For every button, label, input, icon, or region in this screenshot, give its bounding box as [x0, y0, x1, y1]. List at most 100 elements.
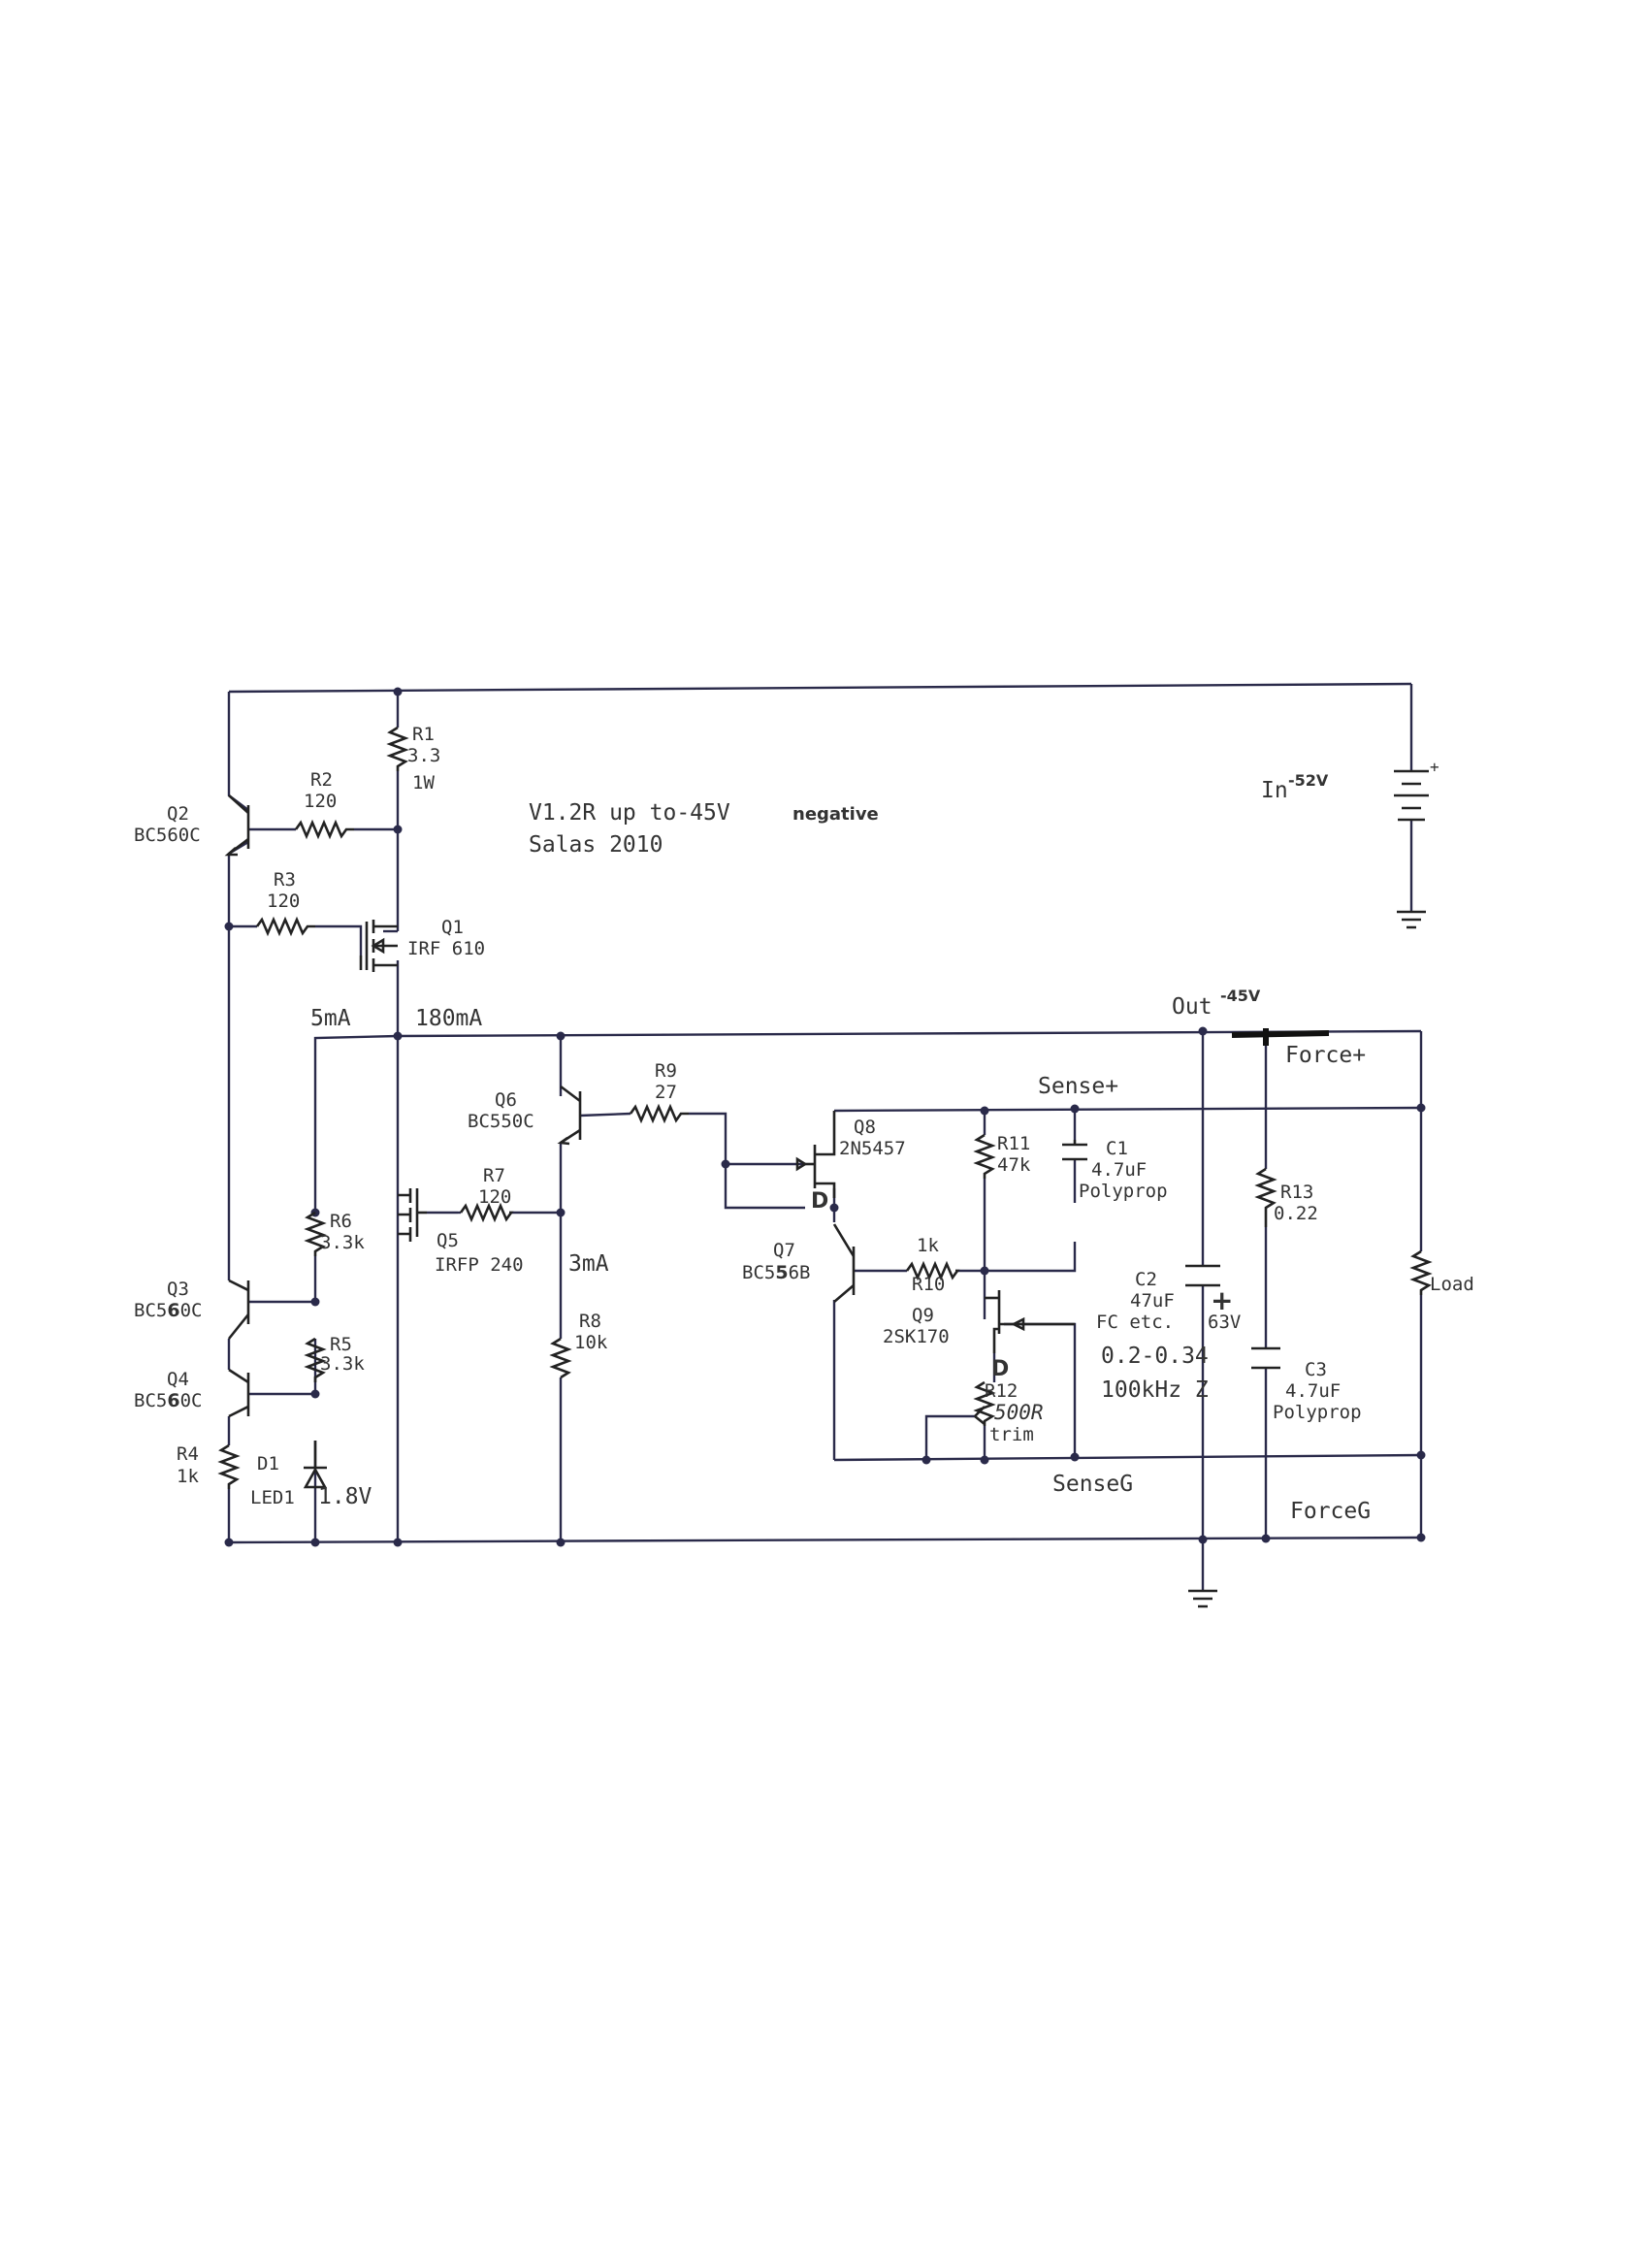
title-line1-suffix: negative: [792, 804, 879, 825]
diode-labels: D1 LED1 1.8V: [250, 1453, 372, 1509]
q7-part: BC556B: [742, 1262, 810, 1283]
r1-value: 3.3: [407, 745, 440, 766]
r12-value: 500R: [994, 1401, 1044, 1424]
resistor-r3: [255, 916, 315, 937]
capacitor-labels: C1 4.7uF Polyprop C2 47uF FC etc. 63V + …: [1079, 1138, 1362, 1423]
q6-ref: Q6: [495, 1089, 517, 1111]
r12-ref: R12: [985, 1380, 1018, 1402]
mosfet-q5: [398, 1188, 427, 1242]
resistor-r7: [459, 1202, 514, 1223]
r9-ref: R9: [655, 1060, 677, 1082]
q2-part: BC560C: [134, 825, 201, 846]
r9-value: 27: [655, 1082, 677, 1103]
title-line1: V1.2R up to-45V: [529, 800, 730, 826]
transistor-q6: [557, 1085, 582, 1146]
led-d1: [303, 1441, 328, 1489]
q3-ref: Q3: [167, 1279, 189, 1300]
r13-value: 0.22: [1274, 1203, 1318, 1224]
r2-ref: R2: [310, 769, 333, 791]
r2-value: 120: [304, 791, 337, 812]
sense-plus-label: Sense+: [1038, 1074, 1118, 1099]
c2-rating: 63V: [1208, 1312, 1241, 1333]
q9-drain-mark: D: [991, 1357, 1009, 1381]
r8-value: 10k: [574, 1332, 608, 1353]
r10-value: 1k: [917, 1235, 939, 1256]
current-180ma: 180mA: [415, 1006, 482, 1031]
r1-extra: 1W: [412, 772, 435, 794]
resistor-r1: [386, 726, 409, 771]
capacitor-c1: [1062, 1140, 1087, 1161]
wires: [227, 682, 1423, 1591]
resistor-r10: [905, 1260, 960, 1281]
current-5ma: 5mA: [310, 1006, 351, 1031]
output-voltage: -45V: [1220, 987, 1261, 1005]
q2-ref: Q2: [167, 803, 189, 825]
ground-symbol-output: [1188, 1589, 1217, 1608]
c3-ref: C3: [1305, 1359, 1327, 1380]
ground-symbol-input: [1397, 910, 1426, 929]
resistor-r2: [294, 819, 354, 840]
force-plus-label: Force+: [1285, 1043, 1366, 1068]
r7-value: 120: [478, 1186, 511, 1208]
q7-ref: Q7: [773, 1240, 795, 1261]
q6-part: BC550C: [468, 1111, 534, 1132]
output-label: Out -45V: [1172, 987, 1261, 1020]
c3-type: Polyprop: [1273, 1402, 1362, 1423]
junction-dots: [224, 687, 1426, 1547]
input-label-text: In: [1261, 778, 1288, 803]
transistor-q7: [832, 1223, 856, 1303]
q5-ref: Q5: [436, 1230, 459, 1251]
q9-part: 2SK170: [883, 1326, 950, 1347]
d1-part: LED1: [250, 1487, 295, 1508]
resistor-r12-trimmer: [973, 1380, 996, 1426]
r4-ref: R4: [177, 1443, 199, 1465]
transistor-q4: [228, 1368, 250, 1418]
resistor-labels: R1 3.3 1W R2 120 R3 120 R4 1k R5 3.3k R6…: [177, 724, 1318, 1487]
c2-value: 47uF: [1130, 1290, 1175, 1312]
resistor-r6: [304, 1211, 327, 1256]
r11-value: 47k: [997, 1154, 1031, 1176]
c2-plus-mark: +: [1211, 1284, 1233, 1316]
d1-ref: D1: [257, 1453, 279, 1474]
c1-type: Polyprop: [1079, 1181, 1168, 1202]
c2-ref: C2: [1135, 1269, 1157, 1290]
title-block: V1.2R up to-45V negative Salas 2010: [529, 800, 879, 858]
resistor-load: [1409, 1249, 1433, 1295]
jfet-q8: [795, 1111, 836, 1198]
r3-ref: R3: [274, 869, 296, 891]
q8-part: 2N5457: [839, 1138, 906, 1159]
c1-value: 4.7uF: [1091, 1159, 1147, 1181]
mosfet-q1: [359, 920, 398, 972]
c2-type: FC etc.: [1096, 1312, 1174, 1333]
c3-value: 4.7uF: [1285, 1380, 1341, 1402]
r11-ref: R11: [997, 1133, 1030, 1154]
c1-ref: C1: [1106, 1138, 1128, 1159]
impedance-line2: 100kHz Z: [1101, 1377, 1209, 1403]
sense-g-label: SenseG: [1052, 1472, 1133, 1497]
battery-plus: +: [1430, 758, 1439, 776]
capacitor-c3: [1251, 1346, 1280, 1370]
r4-value: 1k: [177, 1466, 199, 1487]
jfet-q9: [985, 1290, 1075, 1353]
r7-ref: R7: [483, 1165, 505, 1186]
current-3ma: 3mA: [568, 1251, 609, 1277]
output-label-text: Out: [1172, 994, 1212, 1020]
impedance-line1: 0.2-0.34: [1101, 1344, 1209, 1369]
transistor-q2: [224, 794, 250, 857]
q9-ref: Q9: [912, 1305, 934, 1326]
r10-ref: R10: [912, 1274, 945, 1295]
resistor-r9: [629, 1103, 689, 1124]
terminal-labels: Force+ Sense+ SenseG ForceG Load: [1038, 1043, 1474, 1524]
r5-value: 3.3k: [320, 1353, 365, 1375]
r6-ref: R6: [330, 1211, 352, 1232]
q8-drain-mark: D: [811, 1189, 828, 1214]
r5-ref: R5: [330, 1334, 352, 1355]
r1-ref: R1: [412, 724, 435, 745]
resistor-r5: [304, 1337, 327, 1382]
input-voltage: -52V: [1288, 771, 1329, 790]
q3-part: BC560C: [134, 1300, 202, 1321]
impedance-note: 0.2-0.34 100kHz Z: [1101, 1344, 1209, 1403]
resistor-r11: [973, 1133, 996, 1179]
title-line2: Salas 2010: [529, 832, 663, 858]
